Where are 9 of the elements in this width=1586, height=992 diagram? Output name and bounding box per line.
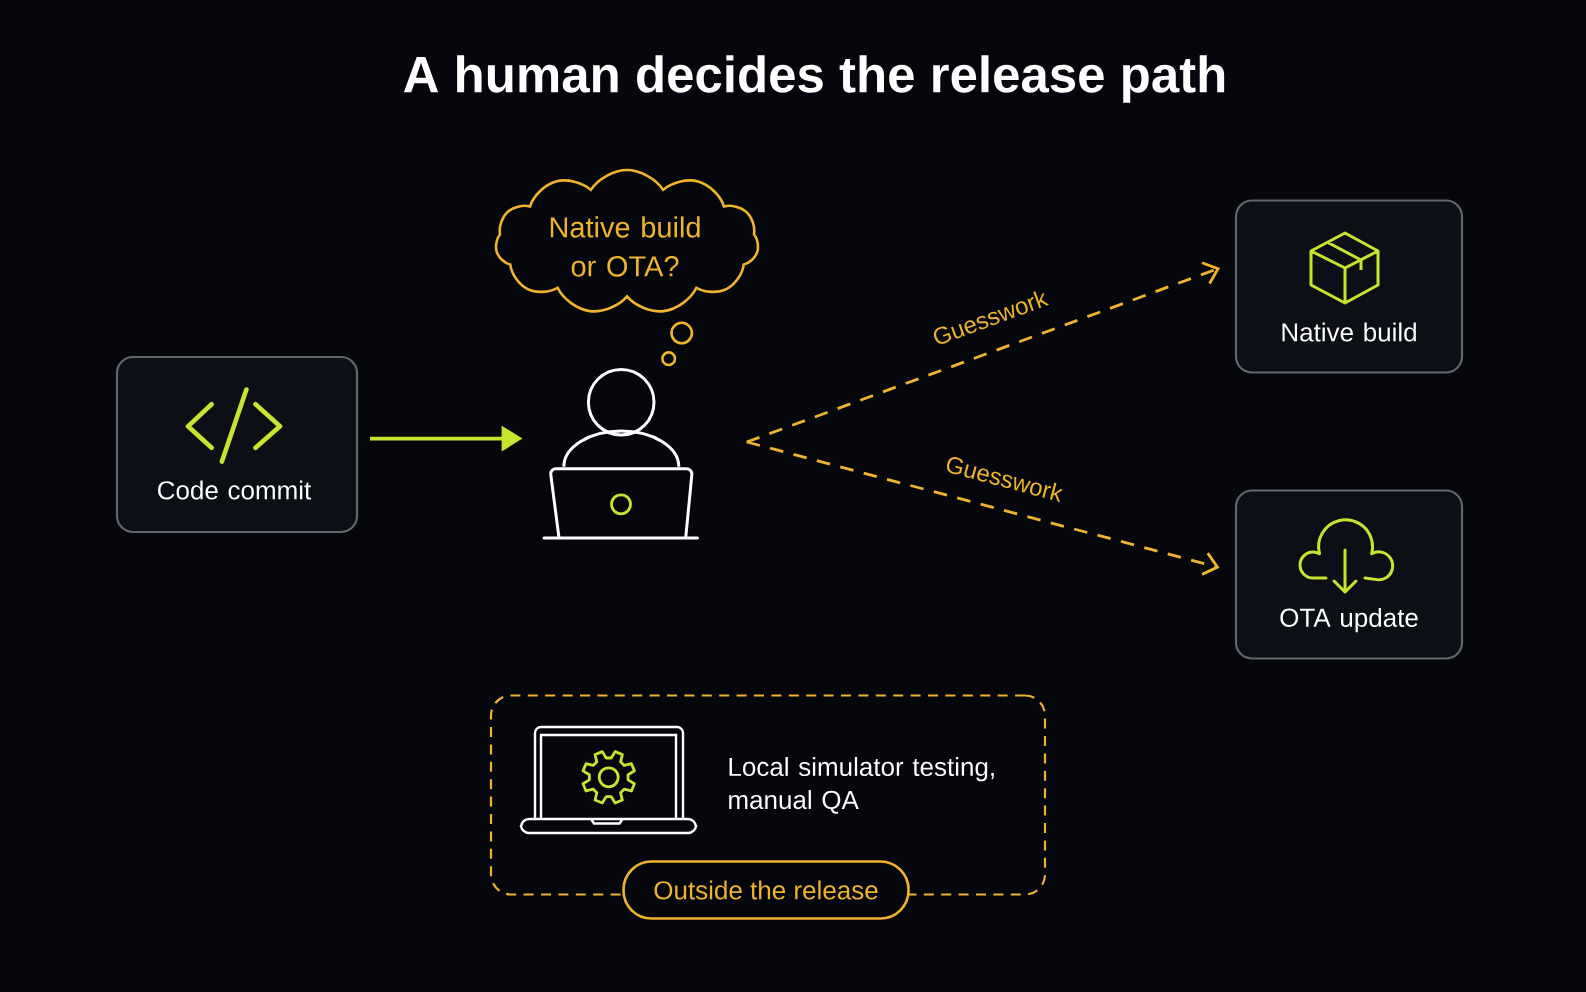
pill-label: Outside the release — [622, 860, 910, 920]
process-box: OTA update — [1234, 489, 1464, 660]
thought-cloud: Native build or OTA? — [494, 168, 760, 313]
title: A human decides the release path — [403, 55, 1225, 103]
dashed-arrow — [746, 440, 1220, 576]
process-box: Native build — [1234, 199, 1464, 374]
dashed-arrow — [746, 261, 1221, 444]
process-box: Code commit — [115, 355, 359, 534]
person-at-laptop — [542, 367, 699, 540]
